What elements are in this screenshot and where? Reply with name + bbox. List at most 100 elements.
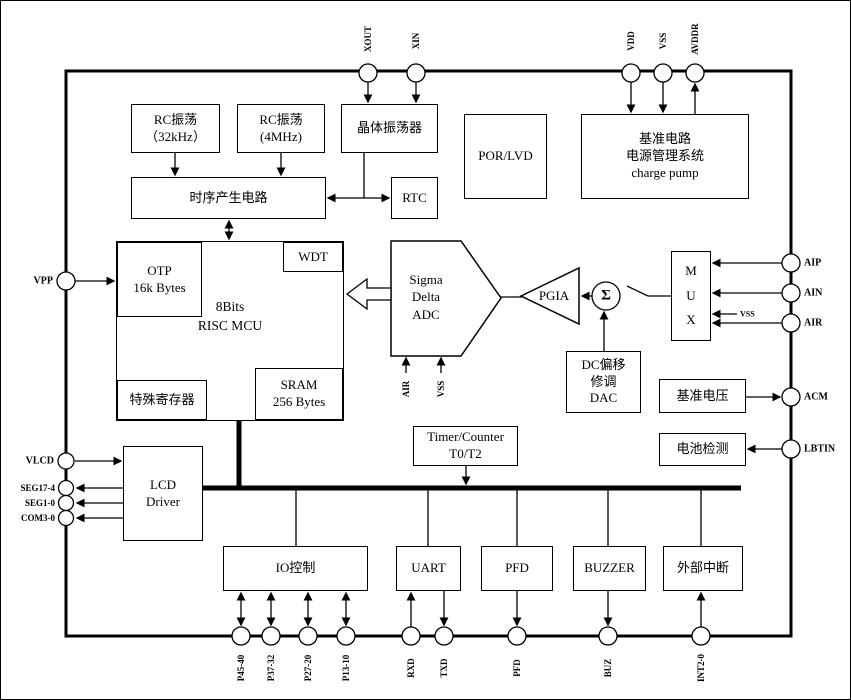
dcdac-line1: DC偏移 <box>581 356 626 372</box>
pin-label-ain: AIN <box>804 287 823 299</box>
pin-label-acm: ACM <box>804 391 828 403</box>
block-pfd: PFD <box>481 546 553 591</box>
sram-line1: SRAM <box>280 377 318 393</box>
io-label: IO控制 <box>275 560 316 576</box>
pin-p45-40 <box>231 626 251 646</box>
adc-line2: Delta <box>411 289 441 305</box>
pfd-label: PFD <box>505 560 529 576</box>
pin-label-buz: BUZ <box>603 658 613 678</box>
pgia-label: PGIA <box>531 287 577 305</box>
pin-label-xout: XOUT <box>363 25 373 53</box>
pgia-text: PGIA <box>538 288 570 304</box>
block-timing-generator: 时序产生电路 <box>131 177 326 219</box>
mux-line2: U <box>686 287 696 303</box>
pin-label-rxd: RXD <box>406 658 416 678</box>
pin-circles <box>56 63 801 646</box>
block-rc-osc-4m: RC振荡 (4MHz) <box>237 104 325 153</box>
block-otp: OTP 16k Bytes <box>117 242 202 317</box>
otp-line2: 16k Bytes <box>133 279 186 295</box>
lcd-line1: LCD <box>150 476 176 492</box>
block-por-lvd: POR/LVD <box>464 114 547 199</box>
pin-label-aip: AIP <box>804 257 822 269</box>
mux-line1: M <box>685 262 697 278</box>
pin-label-int2-0: INT2-0 <box>696 653 706 683</box>
dcdac-line3: DAC <box>589 390 618 406</box>
pin-label-p45-40: P45-40 <box>236 654 246 682</box>
block-power-management: 基准电路 电源管理系统 charge pump <box>581 114 749 199</box>
uart-label: UART <box>411 560 446 576</box>
rc4m-line1: RC振荡 <box>259 111 303 127</box>
summing-node-circle <box>591 281 621 311</box>
sram-line2: 256 Bytes <box>272 394 326 409</box>
block-sram: SRAM 256 Bytes <box>255 368 343 420</box>
battery-label: 电池检测 <box>676 441 729 457</box>
pin-buz <box>598 626 618 646</box>
power-line2: 电源管理系统 <box>625 148 704 164</box>
pin-label-seg1-0: SEG1-0 <box>24 498 55 508</box>
pin-label-air: AIR <box>804 317 823 329</box>
pin-label-vpp: VPP <box>33 275 53 287</box>
pin-com3-0 <box>57 509 75 527</box>
mcu-line2: RISC MCU <box>197 317 263 333</box>
timing-label: 时序产生电路 <box>189 189 268 205</box>
pin-label-lbtin: LBTIN <box>804 443 836 455</box>
block-risc-mcu: OTP 16k Bytes WDT 特殊寄存器 SRAM 256 Bytes 8… <box>116 241 344 421</box>
adc-line1: Sigma <box>409 271 443 287</box>
block-lcd-driver: LCD Driver <box>123 446 203 541</box>
adc-label: Sigma Delta ADC <box>386 269 466 325</box>
pin-label-com3-0: COM3-0 <box>21 513 55 523</box>
pin-p13-10 <box>336 626 356 646</box>
block-rc-osc-32k: RC振荡 （32kHz） <box>131 104 220 153</box>
pin-label-vdd: VDD <box>626 31 636 51</box>
adc-to-mcu-hollow-arrow <box>345 277 392 311</box>
adc-line3: ADC <box>412 306 440 322</box>
pin-txd <box>434 626 454 646</box>
mux-vss-label: VSS <box>740 309 755 319</box>
buzzer-label: BUZZER <box>584 560 635 576</box>
pin-rxd <box>401 626 421 646</box>
pgia-amp-shape <box>519 266 580 326</box>
block-voltage-reference: 基准电压 <box>659 379 746 413</box>
pin-label-pfd-pin: PFD <box>512 659 522 677</box>
pin-label-xin: XIN <box>411 32 421 50</box>
pin-seg17-4 <box>57 479 75 497</box>
pin-p27-20 <box>298 626 318 646</box>
mcu-core-label: 8Bits RISC MCU <box>117 298 343 336</box>
block-wdt: WDT <box>283 242 343 272</box>
mux-line3: X <box>686 312 696 328</box>
block-rtc: RTC <box>391 177 438 219</box>
pin-vdd <box>621 63 641 83</box>
pin-label-txd: TXD <box>439 658 449 678</box>
pin-label-seg17-4: SEG17-4 <box>20 483 55 493</box>
rc4m-line2: (4MHz) <box>260 128 302 144</box>
rtc-label: RTC <box>402 189 427 205</box>
block-crystal-osc: 晶体振荡器 <box>341 104 438 153</box>
rc32k-line1: RC振荡 <box>153 111 198 127</box>
pin-vlcd <box>57 452 75 470</box>
pin-air <box>781 313 801 333</box>
pin-avddr <box>685 63 705 83</box>
por-label: POR/LVD <box>478 148 533 164</box>
block-special-registers: 特殊寄存器 <box>117 380 207 420</box>
pin-int2-0 <box>691 626 711 646</box>
adc-pin-label-vss: VSS <box>436 380 446 398</box>
lcd-line2: Driver <box>146 493 180 509</box>
pin-label-vss-top: VSS <box>658 32 668 50</box>
adc-pin-label-air: AIR <box>401 380 411 398</box>
pin-xout <box>358 63 378 83</box>
block-timer-counter: Timer/Counter T0/T2 <box>413 426 518 466</box>
block-dc-offset-dac: DC偏移 修调 DAC <box>566 351 641 413</box>
block-uart: UART <box>396 546 461 591</box>
pin-lbtin <box>781 439 801 459</box>
vref-label: 基准电压 <box>676 387 729 403</box>
pin-xin <box>406 63 426 83</box>
sigma-label: Σ <box>601 288 611 305</box>
wires <box>75 82 782 627</box>
rc32k-line2: （32kHz） <box>145 128 206 144</box>
power-line1: 基准电路 <box>638 131 691 147</box>
pin-acm <box>781 387 801 407</box>
timer-line1: Timer/Counter <box>427 429 504 445</box>
pin-label-p13-10: P13-10 <box>341 654 351 682</box>
block-mux: M U X <box>671 251 711 341</box>
